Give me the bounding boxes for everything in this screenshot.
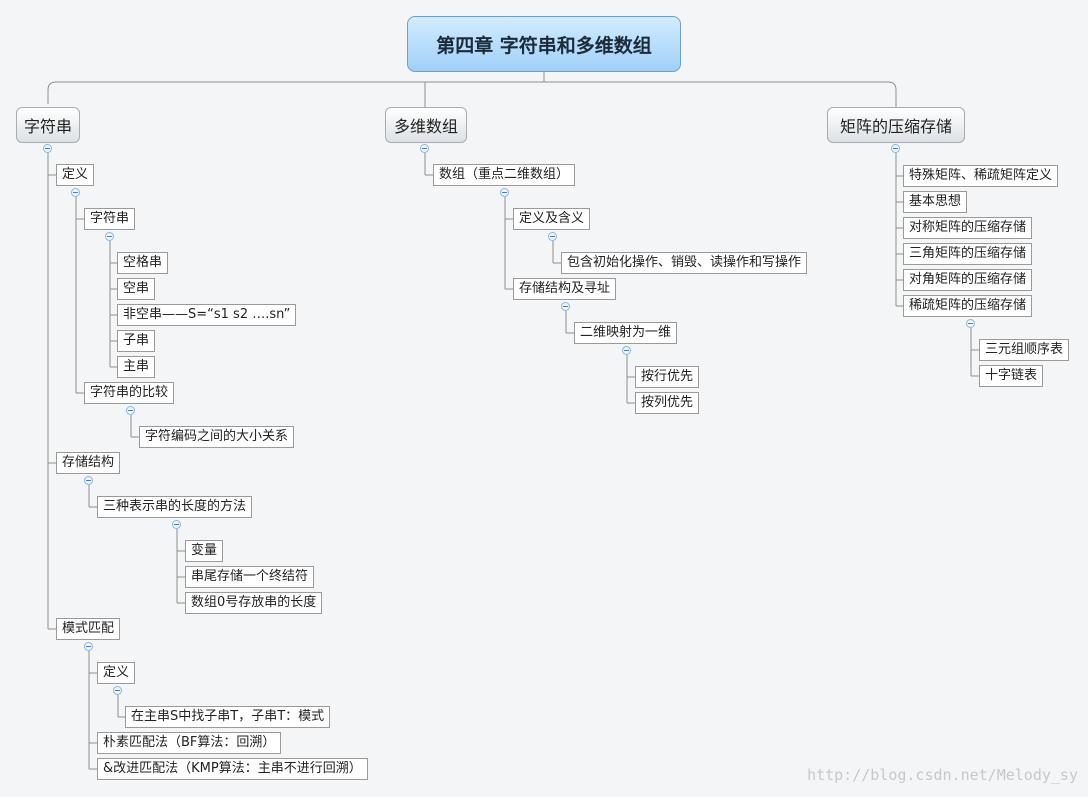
topic-matrix-compression[interactable]: 矩阵的压缩存储 bbox=[827, 107, 965, 143]
node-pattern-matching[interactable]: 模式匹配 bbox=[56, 618, 121, 640]
collapse-toggle-comparison[interactable] bbox=[126, 406, 135, 415]
node-column-major[interactable]: 按列优先 bbox=[635, 392, 700, 414]
collapse-toggle-string-types[interactable] bbox=[105, 232, 114, 241]
node-array-definition[interactable]: 定义及含义 bbox=[513, 208, 591, 230]
collapse-toggle-array-definition[interactable] bbox=[548, 232, 557, 241]
node-string-comparison[interactable]: 字符串的比较 bbox=[84, 382, 175, 404]
collapse-toggle-string[interactable] bbox=[43, 144, 52, 153]
node-bf-algorithm[interactable]: 朴素匹配法（BF算法：回溯） bbox=[97, 732, 282, 754]
topic-string[interactable]: 字符串 bbox=[16, 107, 80, 143]
root-topic[interactable]: 第四章 字符串和多维数组 bbox=[407, 16, 681, 72]
node-sparse-matrix[interactable]: 稀疏矩阵的压缩存储 bbox=[903, 295, 1033, 317]
collapse-toggle-array[interactable] bbox=[420, 144, 429, 153]
topic-multidimensional-array[interactable]: 多维数组 bbox=[385, 107, 467, 143]
watermark: http://blog.csdn.net/Melody_sy bbox=[807, 766, 1078, 784]
node-empty-string[interactable]: 空串 bbox=[117, 278, 156, 300]
node-variable[interactable]: 变量 bbox=[185, 540, 224, 562]
collapse-toggle-array-node[interactable] bbox=[500, 188, 509, 197]
collapse-toggle-definition[interactable] bbox=[71, 188, 80, 197]
node-storage-structure[interactable]: 存储结构 bbox=[56, 452, 121, 474]
node-array-storage[interactable]: 存储结构及寻址 bbox=[513, 278, 617, 300]
node-substring[interactable]: 子串 bbox=[117, 330, 156, 352]
node-special-sparse-definition[interactable]: 特殊矩阵、稀疏矩阵定义 bbox=[903, 165, 1059, 187]
collapse-toggle-storage[interactable] bbox=[84, 476, 93, 485]
node-array-operations[interactable]: 包含初始化操作、销毁、读操作和写操作 bbox=[561, 252, 808, 274]
node-triangular-matrix[interactable]: 三角矩阵的压缩存储 bbox=[903, 243, 1033, 265]
collapse-toggle-matrix[interactable] bbox=[891, 144, 900, 153]
node-symmetric-matrix[interactable]: 对称矩阵的压缩存储 bbox=[903, 217, 1033, 239]
collapse-toggle-sparse[interactable] bbox=[966, 319, 975, 328]
node-diagonal-matrix[interactable]: 对角矩阵的压缩存储 bbox=[903, 269, 1033, 291]
node-pattern-definition[interactable]: 定义 bbox=[97, 662, 136, 684]
node-terminator[interactable]: 串尾存储一个终结符 bbox=[185, 566, 315, 588]
collapse-toggle-pattern-definition[interactable] bbox=[113, 686, 122, 695]
collapse-toggle-array-storage[interactable] bbox=[561, 302, 570, 311]
node-2d-to-1d[interactable]: 二维映射为一维 bbox=[574, 322, 678, 344]
node-basic-idea[interactable]: 基本思想 bbox=[903, 191, 968, 213]
node-main-string[interactable]: 主串 bbox=[117, 356, 156, 378]
node-row-major[interactable]: 按行优先 bbox=[635, 366, 700, 388]
collapse-toggle-mapping[interactable] bbox=[622, 346, 631, 355]
node-char-code-order[interactable]: 字符编码之间的大小关系 bbox=[139, 426, 295, 448]
collapse-toggle-length-methods[interactable] bbox=[172, 520, 181, 529]
node-cross-linked-list[interactable]: 十字链表 bbox=[979, 365, 1044, 387]
node-space-string[interactable]: 空格串 bbox=[117, 252, 169, 274]
node-nonempty-string[interactable]: 非空串——S=“s1 s2 ….sn” bbox=[117, 304, 297, 326]
node-definition[interactable]: 定义 bbox=[56, 164, 95, 186]
node-kmp-algorithm[interactable]: &改进匹配法（KMP算法：主串不进行回溯） bbox=[97, 758, 368, 780]
node-array[interactable]: 数组（重点二维数组） bbox=[433, 164, 576, 186]
node-string[interactable]: 字符串 bbox=[84, 208, 136, 230]
node-find-substring[interactable]: 在主串S中找子串T，子串T：模式 bbox=[125, 706, 331, 728]
node-triplet-list[interactable]: 三元组顺序表 bbox=[979, 339, 1070, 361]
node-length-methods[interactable]: 三种表示串的长度的方法 bbox=[97, 496, 253, 518]
collapse-toggle-pattern[interactable] bbox=[84, 642, 93, 651]
node-length-in-slot0[interactable]: 数组0号存放串的长度 bbox=[185, 592, 323, 614]
